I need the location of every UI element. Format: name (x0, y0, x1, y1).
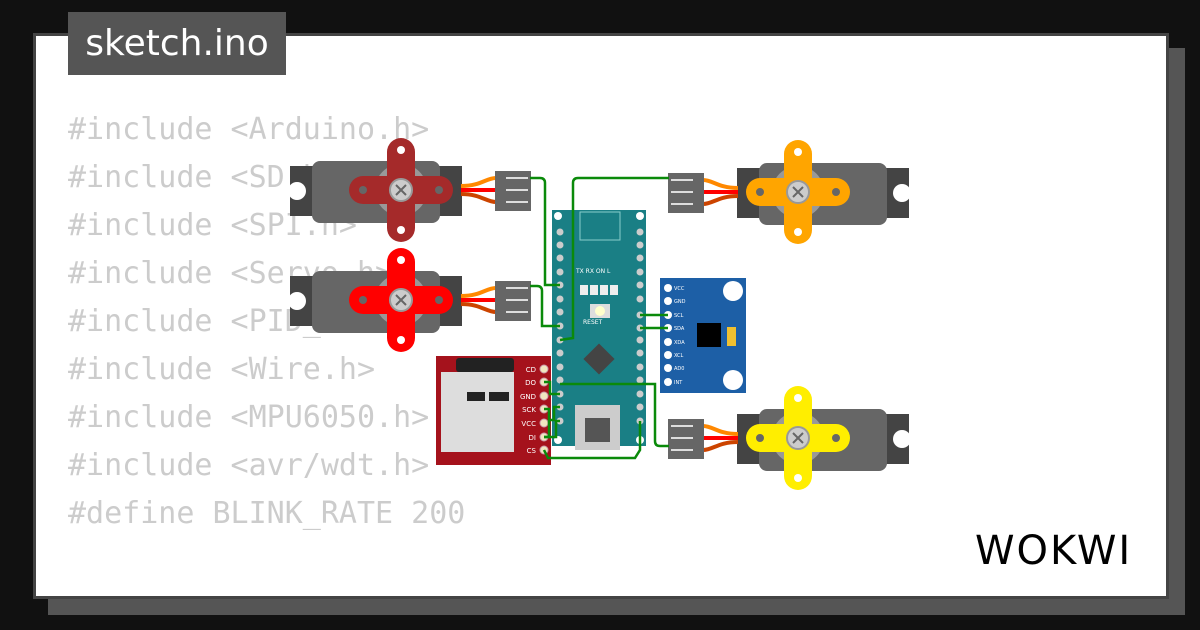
sd-pin-label: CD (526, 366, 536, 374)
mpu-pin-label: SCL (674, 313, 684, 319)
servo-4[interactable] (666, 385, 911, 491)
sd-pin-label: DO (525, 379, 536, 387)
sd-pin-label: DI (529, 434, 536, 442)
mpu-pin-label: GND (674, 299, 686, 305)
code-line: #include <avr/wdt.h> (68, 448, 430, 483)
servo-2[interactable] (288, 247, 533, 353)
servo-horn (348, 137, 454, 243)
mpu-pin-label: XCL (674, 353, 684, 359)
mpu-pin-label: SDA (674, 326, 685, 332)
sd-pin-label: SCK (522, 406, 536, 414)
led-labels: TX RX ON L (575, 268, 611, 275)
mpu-pin-label: INT (674, 380, 683, 386)
sd-pin-label: CS (527, 447, 537, 455)
servo-horn (745, 139, 851, 245)
code-line: #include <MPU6050.h> (68, 400, 430, 435)
sd-card-module[interactable]: CD DO GND SCK VCC DI CS (436, 356, 551, 465)
reset-label: RESET (583, 319, 603, 326)
wires (530, 176, 669, 460)
code-line: #include <Wire.h> (68, 352, 376, 387)
mpu-pin-label: XDA (674, 340, 685, 346)
sd-pin-label: VCC (521, 420, 536, 428)
code-line: #include <SD.h> (68, 160, 339, 195)
mpu-pin-label: AD0 (674, 366, 684, 372)
servo-horn (348, 247, 454, 353)
servo-3[interactable] (666, 139, 911, 245)
servo-horn (745, 385, 851, 491)
servo-1[interactable] (288, 137, 533, 243)
file-tab: sketch.ino (68, 12, 286, 75)
sd-pin-label: GND (520, 393, 536, 401)
arduino-nano[interactable]: TX RX ON L RESET (552, 210, 646, 450)
mpu-pin-label: VCC (674, 286, 685, 292)
wokwi-logo: WOKWI (975, 528, 1133, 574)
mpu6050-module[interactable]: VCC GND SCL SDA XDA XCL AD0 INT (660, 278, 746, 393)
code-line: #define BLINK_RATE 200 (68, 496, 466, 531)
